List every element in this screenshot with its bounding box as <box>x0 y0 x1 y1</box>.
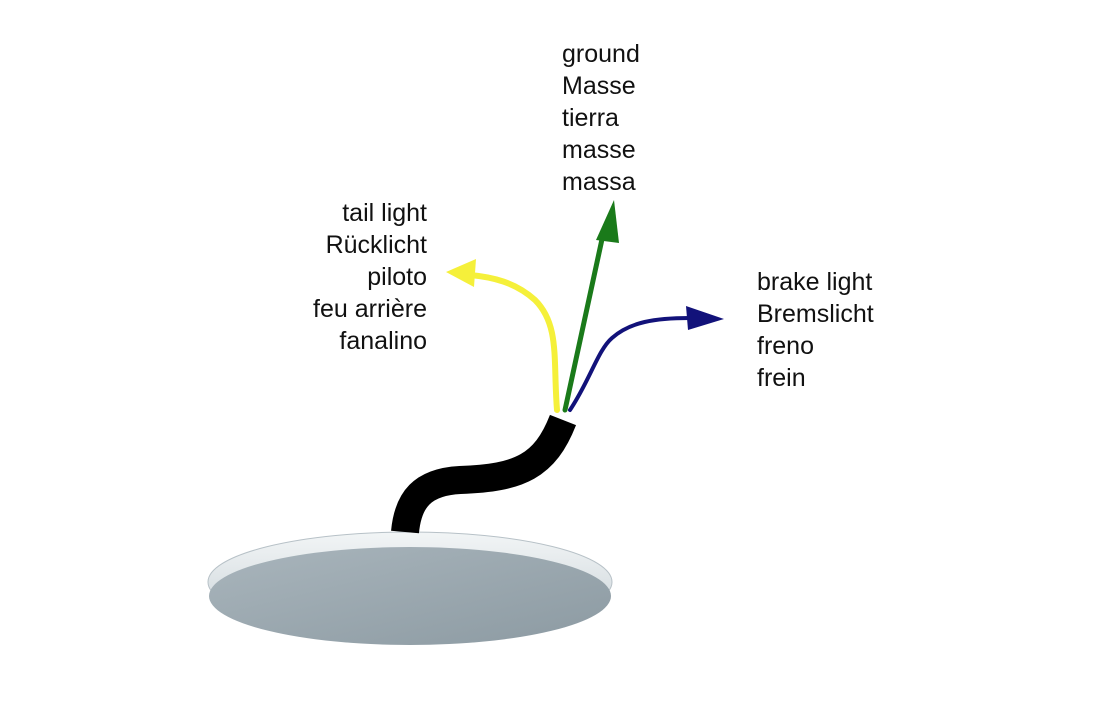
tail-light-label: piloto <box>367 263 427 291</box>
ground-label-group: ground Masse tierra masse massa <box>562 38 640 198</box>
ground-label: Masse <box>562 72 636 100</box>
lamp-base <box>207 531 613 645</box>
tail-light-label: tail light <box>342 199 427 227</box>
brake-light-label: frein <box>757 364 806 392</box>
brake-light-label: Bremslicht <box>757 300 874 328</box>
brake-light-arrow <box>686 306 724 330</box>
tail-light-label: Rücklicht <box>325 231 427 259</box>
tail-light-label: feu arrière <box>313 295 427 323</box>
brake-light-label: freno <box>757 332 814 360</box>
tail-light-arrow <box>446 259 476 287</box>
brake-light-wire <box>568 316 692 412</box>
ground-label: massa <box>562 168 636 196</box>
tail-light-wire <box>467 272 560 413</box>
brake-light-label-group: brake light Bremslicht freno frein <box>757 266 874 394</box>
lamp-base-face <box>209 547 611 645</box>
ground-label: masse <box>562 136 636 164</box>
tail-light-label-group: tail light Rücklicht piloto feu arrière … <box>313 197 427 357</box>
ground-wire <box>562 227 607 413</box>
brake-light-label: brake light <box>757 268 873 296</box>
ground-arrow <box>596 200 619 243</box>
ground-label: ground <box>562 40 640 68</box>
ground-label: tierra <box>562 104 619 132</box>
tail-light-label: fanalino <box>339 327 427 355</box>
black-cable <box>391 414 577 534</box>
